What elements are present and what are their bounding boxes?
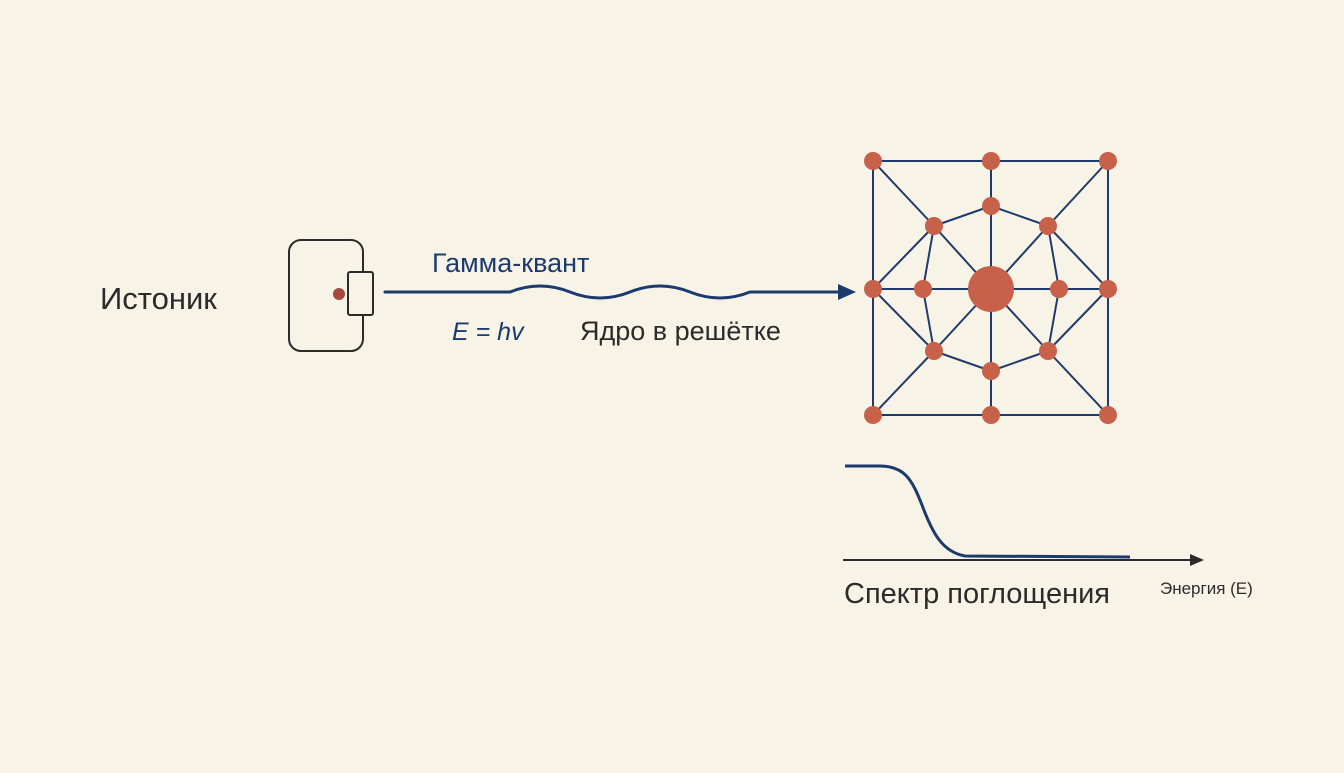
energy-formula: E = hv [452,318,525,346]
lattice-bond [1047,160,1109,227]
lattice-bond [922,225,935,290]
lattice-atom [925,342,943,360]
lattice-bond [1047,350,1109,416]
source-device [288,239,374,352]
lattice-bond [872,288,935,352]
lattice-bond [872,160,935,227]
lattice-bond [1047,288,1109,352]
lattice-atom [982,152,1000,170]
gamma-wave-path [383,284,844,300]
lattice-atom [914,280,932,298]
lattice-bond [872,225,935,290]
lattice-atom [925,217,943,235]
gamma-beam [383,284,856,300]
energy-axis-label: Энергия (E) [1160,579,1253,598]
central-nucleus [968,266,1014,312]
lattice-atom [1050,280,1068,298]
lattice-bond [1047,225,1060,290]
lattice-atom [982,362,1000,380]
lattice-bond [1047,225,1109,290]
lattice-atom [1099,406,1117,424]
lattice-atom [982,197,1000,215]
spectrum-curve [845,464,1131,559]
absorption-spectrum [843,464,1204,566]
lattice-bond [933,350,992,372]
nucleus-label: Ядро в решётке [580,316,781,346]
lattice-atom [1099,152,1117,170]
source-window [347,271,374,316]
gamma-label: Гамма-квант [432,248,589,278]
lattice-bond [933,205,992,227]
lattice-atom [1099,280,1117,298]
lattice-atom [982,406,1000,424]
lattice-atom [1039,342,1057,360]
source-dot [333,288,345,300]
lattice-bond [990,205,1049,227]
gamma-arrowhead [838,284,856,300]
lattice-atom [864,152,882,170]
spectrum-label: Спектр поглощения [844,578,1110,610]
lattice-atoms [864,152,1117,424]
lattice-bond [990,350,1049,372]
source-label: Истоник [100,281,217,316]
lattice-atom [864,280,882,298]
lattice-atom [864,406,882,424]
lattice-atom [1039,217,1057,235]
lattice-bond [872,350,935,416]
lattice-bond [922,288,935,352]
lattice-bond [1047,288,1060,352]
energy-axis-arrowhead [1190,554,1204,566]
crystal-lattice [864,152,1117,424]
